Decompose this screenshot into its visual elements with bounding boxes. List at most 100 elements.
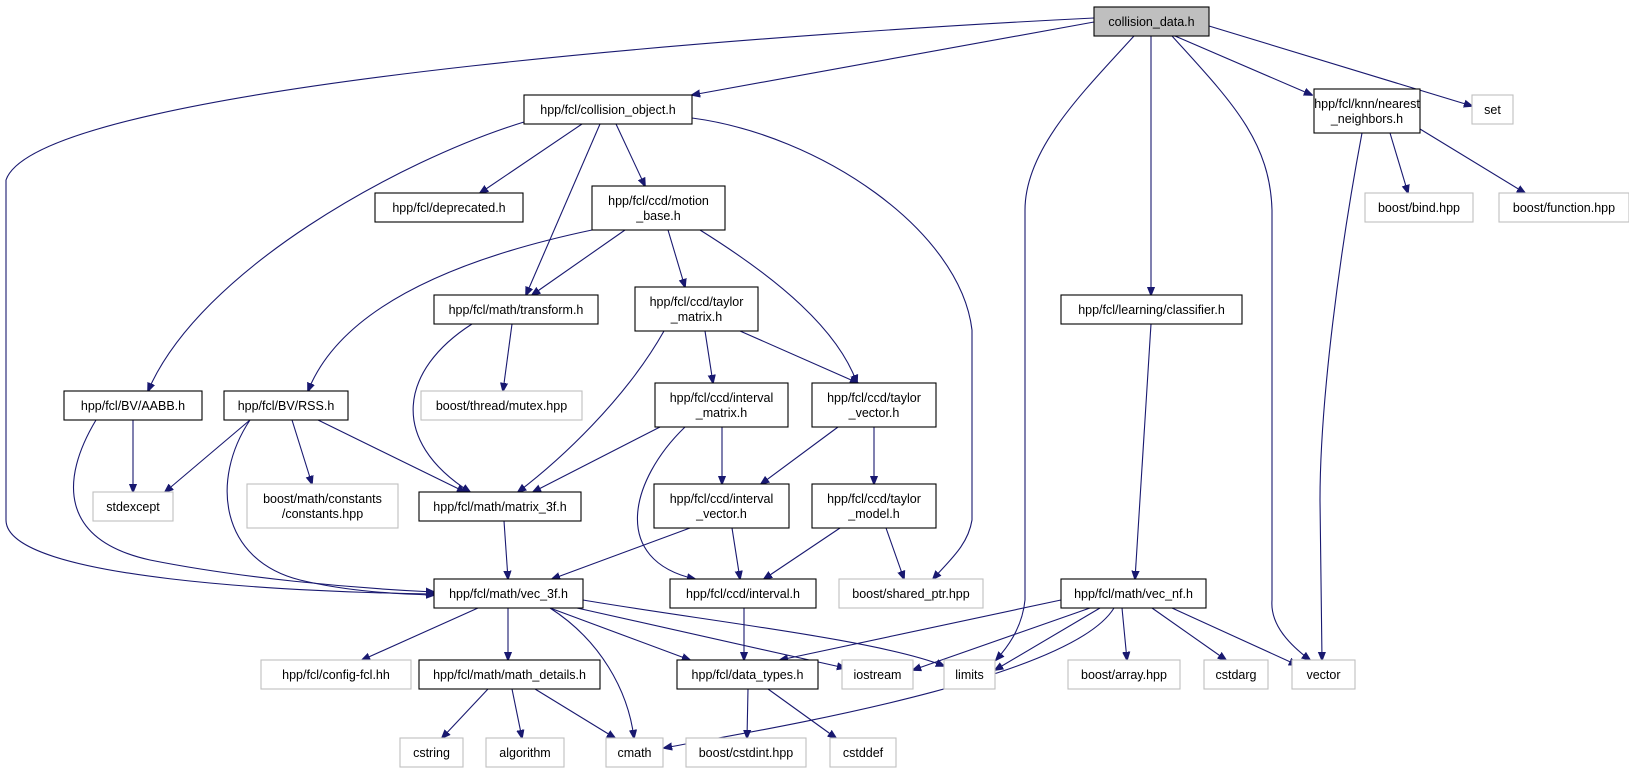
edges-layer: [5, 17, 1525, 748]
node-box: [420, 390, 583, 421]
edge-vec3f-to-limits: [582, 599, 944, 666]
node-box: [246, 483, 399, 529]
node-shared-ptr: boost/shared_ptr.hpp: [838, 578, 984, 609]
node-label: algorithm: [499, 746, 550, 760]
node-box: [1471, 94, 1514, 125]
edge-collision-object-to-motion-base: [615, 123, 645, 186]
node-cstddef: cstddef: [829, 737, 897, 768]
node-rss[interactable]: hpp/fcl/BV/RSS.h: [223, 390, 349, 421]
node-box: [591, 185, 726, 231]
node-bind: boost/bind.hpp: [1364, 192, 1474, 223]
node-label: hpp/fcl/ccd/taylor: [650, 295, 744, 309]
node-label: hpp/fcl/config-fcl.hh: [282, 668, 390, 682]
node-deprecated[interactable]: hpp/fcl/deprecated.h: [374, 192, 524, 223]
node-label: hpp/fcl/math/vec_3f.h: [449, 587, 568, 601]
nodes-layer: collision_data.h hpp/fcl/collision_object…: [63, 6, 1629, 768]
node-label: cmath: [617, 746, 651, 760]
node-aabb[interactable]: hpp/fcl/BV/AABB.h: [63, 390, 203, 421]
node-knn[interactable]: hpp/fcl/knn/nearest_neighbors.h: [1313, 88, 1421, 134]
node-box: [1291, 659, 1356, 690]
node-label: limits: [955, 668, 983, 682]
node-data-types[interactable]: hpp/fcl/data_types.h: [676, 659, 819, 690]
node-cstring: cstring: [399, 737, 464, 768]
node-label: hpp/fcl/deprecated.h: [392, 201, 505, 215]
node-label: boost/shared_ptr.hpp: [852, 587, 969, 601]
node-root[interactable]: collision_data.h: [1093, 6, 1210, 37]
node-cmath: cmath: [605, 737, 664, 768]
node-label: stdexcept: [106, 500, 160, 514]
node-interval-vector[interactable]: hpp/fcl/ccd/interval_vector.h: [653, 483, 790, 529]
node-taylor-matrix[interactable]: hpp/fcl/ccd/taylor_matrix.h: [634, 286, 759, 332]
node-box: [63, 390, 203, 421]
node-boost-array: boost/array.hpp: [1067, 659, 1181, 690]
node-label: _neighbors.h: [1330, 112, 1403, 126]
edge-taylor-matrix-to-matrix3f: [518, 330, 665, 492]
node-box: [92, 491, 174, 522]
node-label: /constants.hpp: [282, 507, 363, 521]
edge-root-to-vec3f: [5, 17, 1095, 594]
node-box: [485, 737, 565, 768]
node-stdexcept: stdexcept: [92, 491, 174, 522]
node-cstdint: boost/cstdint.hpp: [685, 737, 807, 768]
edge-taylor-matrix-to-interval-matrix: [704, 330, 713, 383]
node-collision-object[interactable]: hpp/fcl/collision_object.h: [523, 94, 693, 125]
node-math-details[interactable]: hpp/fcl/math/math_details.h: [418, 659, 601, 690]
node-transform[interactable]: hpp/fcl/math/transform.h: [433, 294, 599, 325]
node-limits: limits: [943, 659, 996, 690]
node-box: [943, 659, 996, 690]
node-box: [653, 483, 790, 529]
edge-collision-object-to-deprecated: [480, 123, 583, 193]
edge-math-details-to-algorithm: [511, 688, 522, 738]
edge-knn-to-vector: [1320, 132, 1363, 660]
node-box: [1093, 6, 1210, 37]
edge-root-to-collision-object: [692, 21, 1095, 95]
node-box: [418, 659, 601, 690]
edge-collision-object-to-aabb: [148, 121, 525, 391]
node-vec3f[interactable]: hpp/fcl/math/vec_3f.h: [433, 578, 584, 609]
edge-taylor-model-to-interval: [764, 527, 841, 579]
edge-motion-base-to-transform: [532, 229, 626, 295]
node-box: [523, 94, 693, 125]
edge-motion-base-to-taylor-vector: [699, 229, 857, 383]
edge-matrix3f-to-vec3f: [504, 520, 508, 579]
node-box: [418, 491, 582, 522]
edge-aabb-to-vec3f: [72, 419, 434, 592]
node-box: [1203, 659, 1269, 690]
node-label: boost/cstdint.hpp: [699, 746, 794, 760]
node-label: hpp/fcl/BV/AABB.h: [81, 399, 185, 413]
edge-root-to-knn: [1174, 35, 1312, 95]
node-function: boost/function.hpp: [1498, 192, 1629, 223]
edge-data-types-to-cstddef: [767, 688, 836, 738]
node-vecnf[interactable]: hpp/fcl/math/vec_nf.h: [1060, 578, 1207, 609]
node-mutex: boost/thread/mutex.hpp: [420, 390, 583, 421]
node-interval[interactable]: hpp/fcl/ccd/interval.h: [669, 578, 817, 609]
node-box: [260, 659, 412, 690]
edge-classifier-to-vecnf: [1135, 323, 1152, 579]
edge-vecnf-to-boost-array: [1121, 607, 1127, 660]
node-taylor-model[interactable]: hpp/fcl/ccd/taylor_model.h: [811, 483, 937, 529]
node-label: hpp/fcl/ccd/taylor: [827, 492, 921, 506]
node-box: [841, 659, 914, 690]
edge-root-to-vector: [1171, 35, 1310, 660]
node-label: _vector.h: [695, 507, 747, 521]
node-label: hpp/fcl/knn/nearest: [1314, 97, 1420, 111]
node-motion-base[interactable]: hpp/fcl/ccd/motion_base.h: [591, 185, 726, 231]
edge-taylor-model-to-shared-ptr: [885, 527, 904, 579]
node-label: _vector.h: [848, 406, 900, 420]
node-taylor-vector[interactable]: hpp/fcl/ccd/taylor_vector.h: [811, 382, 937, 428]
node-label: set: [1484, 103, 1501, 117]
node-label: hpp/fcl/collision_object.h: [540, 103, 676, 117]
node-label: _matrix.h: [670, 310, 722, 324]
node-classifier[interactable]: hpp/fcl/learning/classifier.h: [1060, 294, 1243, 325]
node-matrix3f[interactable]: hpp/fcl/math/matrix_3f.h: [418, 491, 582, 522]
node-label: hpp/fcl/ccd/motion: [608, 194, 709, 208]
node-label: boost/function.hpp: [1513, 201, 1615, 215]
node-label: _base.h: [635, 209, 681, 223]
node-vector: vector: [1291, 659, 1356, 690]
node-interval-matrix[interactable]: hpp/fcl/ccd/interval_matrix.h: [654, 382, 789, 428]
node-label: hpp/fcl/math/transform.h: [449, 303, 584, 317]
edge-vecnf-to-limits: [995, 607, 1101, 670]
node-constants: boost/math/constants/constants.hpp: [246, 483, 399, 529]
node-label: hpp/fcl/data_types.h: [692, 668, 804, 682]
